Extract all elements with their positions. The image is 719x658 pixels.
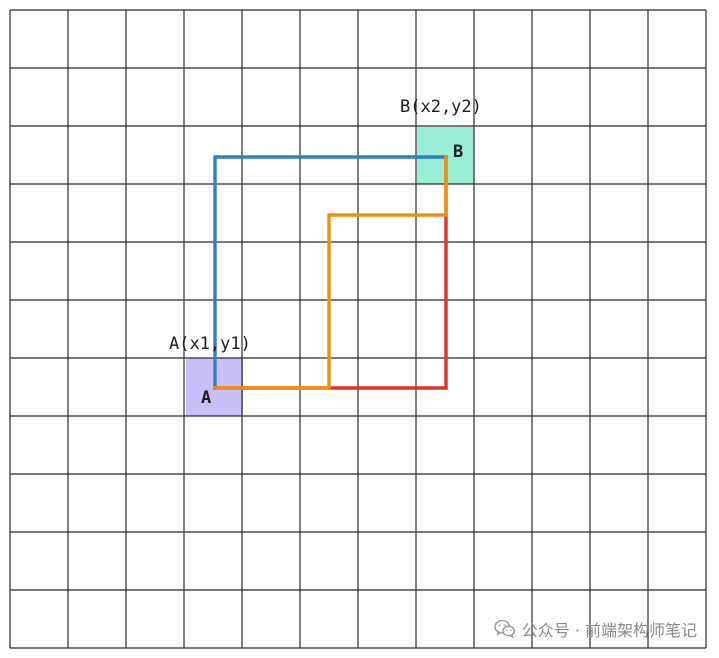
- grid: [9, 9, 707, 649]
- wechat-icon: [494, 619, 515, 639]
- orange-path: [213, 155, 448, 390]
- blue-path: [213, 155, 448, 390]
- watermark-text: 公众号 · 前端架构师笔记: [521, 621, 697, 640]
- point-b-coordinate-label: B(x2,y2): [400, 97, 482, 117]
- watermark: 公众号 · 前端架构师笔记: [494, 617, 697, 641]
- point-b-letter: B: [453, 142, 463, 162]
- point-a-letter: A: [201, 388, 211, 408]
- point-a-coordinate-label: A(x1,y1): [169, 334, 251, 354]
